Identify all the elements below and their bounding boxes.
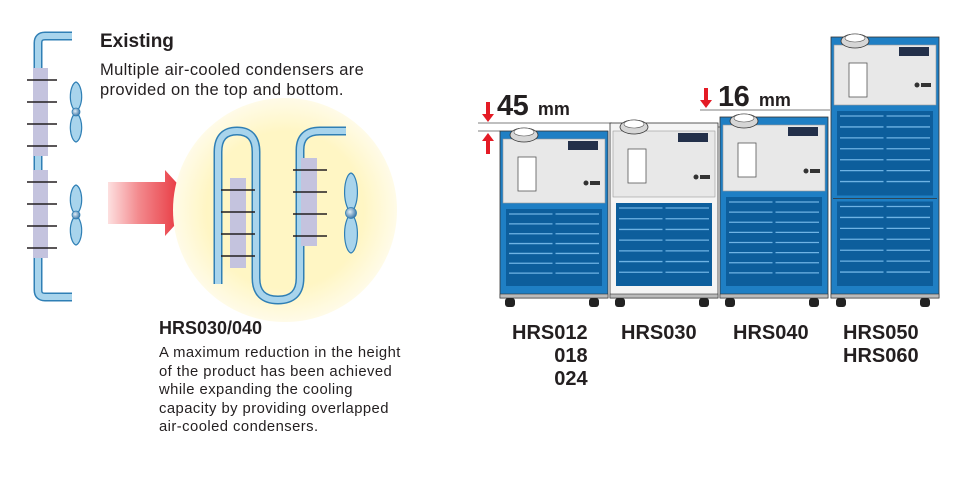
chiller-hrs040: [719, 113, 829, 307]
fill-cap-top: [733, 113, 755, 123]
new-design-title: HRS030/040: [159, 318, 263, 338]
fill-cap-top: [513, 127, 535, 137]
dimension-unit: mm: [758, 90, 791, 110]
logo-dot: [914, 82, 920, 88]
model-name: 024: [554, 368, 588, 390]
new-design-description-line: A maximum reduction in the height: [159, 345, 401, 361]
display-screen-icon: [899, 47, 929, 56]
logo-mark: [590, 181, 600, 185]
transition-arrow-icon: [108, 170, 195, 236]
fill-cap-top: [844, 33, 866, 43]
level-gauge-icon: [517, 156, 537, 192]
existing-description-line: Multiple air-cooled condensers are: [100, 61, 365, 79]
model-label-hrs030: HRS030: [621, 322, 697, 345]
bottom-condenser-fins: [33, 170, 48, 258]
model-name: 018: [554, 345, 588, 367]
caster-wheel-icon: [589, 298, 599, 307]
bottom-fan-icon: [69, 184, 83, 246]
new-design-description-line: air-cooled condensers.: [159, 419, 319, 435]
model-name: HRS012: [512, 322, 588, 344]
caster-wheel-icon: [505, 298, 515, 307]
level-gauge-icon: [737, 142, 757, 178]
display-screen-icon: [568, 141, 598, 150]
display-screen-icon: [788, 127, 818, 136]
logo-mark: [700, 175, 710, 179]
chiller-hrs050: [830, 33, 940, 307]
logo-mark: [921, 83, 931, 87]
model-label-hrs050: HRS050 HRS060: [843, 322, 919, 368]
dimension-value: 16: [718, 81, 750, 113]
dimension-value: 45: [497, 90, 529, 122]
outer-condenser-fins: [301, 158, 317, 246]
fill-cap-top: [623, 119, 645, 129]
fan-icon: [344, 172, 358, 254]
existing-condenser: [27, 31, 83, 302]
model-label-hrs040: HRS040: [733, 322, 809, 345]
overlapped-condenser: [173, 98, 397, 322]
new-design-description-line: while expanding the cooling: [159, 382, 353, 398]
model-name: HRS030: [621, 322, 697, 344]
logo-dot: [693, 174, 699, 180]
caster-wheel-icon: [615, 298, 625, 307]
top-fan-icon: [69, 81, 83, 143]
model-name: HRS060: [843, 345, 919, 367]
level-gauge-icon: [848, 62, 868, 98]
base-plate: [830, 293, 940, 299]
new-design-description-line: capacity by providing overlapped: [159, 400, 389, 417]
existing-title: Existing: [100, 31, 174, 52]
height-difference-45: [478, 102, 612, 154]
caster-wheel-icon: [836, 298, 846, 307]
new-design-description: A maximum reduction in the height of the…: [159, 344, 401, 437]
dimension-label-16: 16 mm: [718, 81, 791, 114]
logo-mark: [810, 169, 820, 173]
model-name: HRS050: [843, 322, 919, 344]
base-plate: [609, 293, 719, 299]
caster-wheel-icon: [699, 298, 709, 307]
logo-dot: [583, 180, 589, 186]
display-screen-icon: [678, 133, 708, 142]
level-gauge-icon: [627, 148, 647, 184]
dimension-unit: mm: [537, 99, 570, 119]
caster-wheel-icon: [725, 298, 735, 307]
highlight-glow: [173, 98, 397, 322]
chiller-hrs012: [499, 127, 609, 307]
new-design-description-line: of the product has been achieved: [159, 363, 393, 380]
top-condenser-fins: [33, 68, 48, 156]
model-name: HRS040: [733, 322, 809, 344]
chiller-hrs030: [609, 119, 719, 307]
model-label-hrs012: HRS012 018 024: [512, 322, 588, 391]
logo-dot: [803, 168, 809, 174]
base-plate: [719, 293, 829, 299]
existing-description: Multiple air-cooled condensers are provi…: [100, 60, 364, 100]
base-plate: [499, 293, 609, 299]
inner-condenser-fins: [230, 178, 246, 268]
caster-wheel-icon: [809, 298, 819, 307]
caster-wheel-icon: [920, 298, 930, 307]
existing-description-line: provided on the top and bottom.: [100, 81, 344, 99]
dimension-label-45: 45 mm: [497, 90, 570, 123]
